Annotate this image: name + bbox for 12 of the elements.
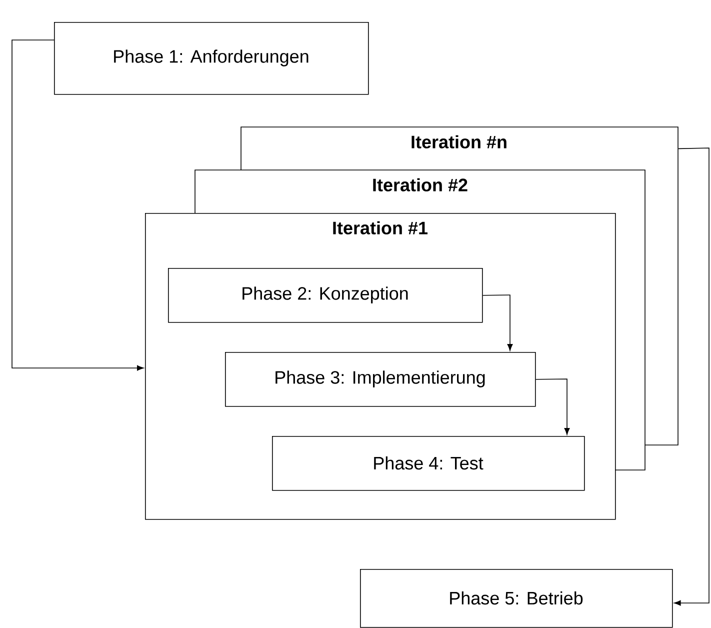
iteration-box: Iteration #n [240,126,678,170]
arrow [482,294,513,351]
phase-box: Phase 1: Anforderungen [54,22,369,95]
arrow [674,148,710,606]
arrow [12,40,144,371]
iteration-box: Iteration #1 Phase 2: Konzeption Phase 3: Implementierung Phase 4: Test [145,213,616,520]
iteration-box: Iteration #2 [194,170,646,214]
phase-box: Phase 4: Test [272,436,585,491]
phase-box: Phase 3: Implementierung [225,352,536,407]
phase-box: Phase 5: Betrieb [360,569,673,628]
arrow [535,378,570,435]
phase-box: Phase 2: Konzeption [168,268,483,323]
